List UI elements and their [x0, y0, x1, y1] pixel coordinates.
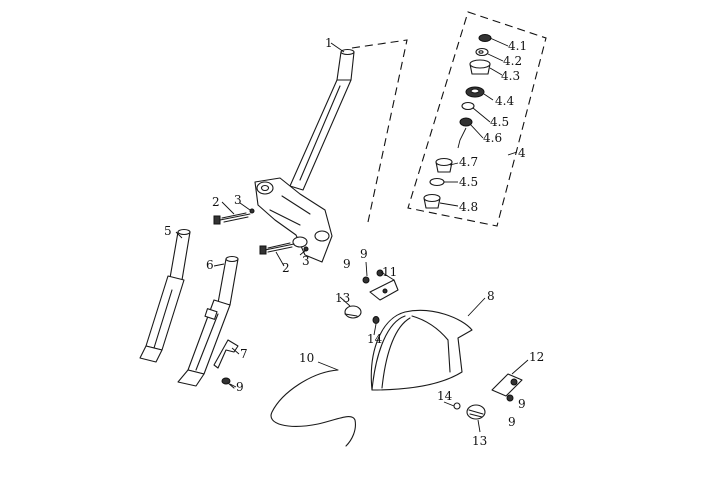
brake-hose-bracket — [213, 339, 239, 369]
callout-4-2: 4.2 — [503, 54, 522, 68]
bolt-9-top-left — [362, 276, 370, 284]
callout-13-lower: 13 — [472, 434, 487, 448]
callout-7: 7 — [240, 347, 248, 361]
callout-4: 4 — [518, 146, 526, 160]
ball-bearing-4-6 — [459, 117, 473, 127]
callout-9-top-right: 9 — [360, 247, 368, 261]
lock-nut-4-1 — [478, 34, 492, 42]
callout-9-right-lower: 9 — [508, 415, 516, 429]
fender-bracket-12 — [491, 373, 523, 397]
fork-leg-left — [139, 228, 191, 363]
callout-13-upper: 13 — [335, 291, 350, 305]
bolt-9-right-upper — [510, 378, 518, 386]
bolt-9-fork — [221, 377, 235, 389]
callout-9-top-left: 9 — [343, 257, 351, 271]
collar-14-upper — [372, 316, 380, 324]
callout-11: 11 — [382, 265, 397, 279]
callout-1: 1 — [325, 36, 333, 50]
steering-stem-part — [289, 48, 355, 191]
collar-14-lower — [453, 402, 461, 410]
fork-leg-right — [177, 255, 239, 387]
clamp-bolt-upper — [213, 212, 251, 225]
callout-4-4: 4.4 — [495, 94, 514, 108]
callout-8: 8 — [487, 289, 495, 303]
callout-4-1: 4.1 — [508, 39, 527, 53]
enclosure-bearing-set — [407, 11, 547, 227]
callout-10: 10 — [299, 351, 314, 365]
reflector-13-upper — [344, 305, 362, 319]
callout-12: 12 — [529, 350, 544, 364]
bearing-stack — [423, 34, 492, 209]
callout-2-upper: 2 — [212, 195, 220, 209]
clamp-nut-lower — [303, 246, 309, 252]
callout-4-8: 4.8 — [459, 200, 478, 214]
callout-14-upper: 14 — [367, 332, 383, 346]
callout-4-7: 4.7 — [459, 155, 478, 169]
speedometer-cable — [270, 369, 356, 447]
ball-race-4-5-upper — [461, 101, 475, 111]
triple-clamp-part — [254, 177, 333, 263]
ball-race-4-5-lower — [429, 177, 445, 187]
callout-3-upper: 3 — [234, 193, 242, 207]
callout-4-5-lower: 4.5 — [459, 175, 478, 189]
callout-4-5-upper: 4.5 — [490, 115, 509, 129]
callout-6: 6 — [206, 258, 214, 272]
callout-9-right-upper: 9 — [518, 397, 526, 411]
bolt-9-right-lower — [506, 394, 514, 402]
enclosure-steering-stem — [351, 39, 408, 223]
callout-4-3: 4.3 — [501, 69, 520, 83]
clamp-nut-upper — [249, 208, 255, 214]
callout-5: 5 — [164, 224, 172, 238]
front-fender — [370, 309, 473, 391]
callout-3-lower: 3 — [302, 254, 310, 268]
callout-4-6: 4.6 — [483, 131, 502, 145]
clamp-bolt-lower — [259, 242, 295, 255]
leader-lines — [175, 37, 529, 433]
callout-2-lower: 2 — [282, 261, 290, 275]
callout-9-fork: 9 — [236, 380, 244, 394]
callout-14-lower: 14 — [437, 389, 453, 403]
